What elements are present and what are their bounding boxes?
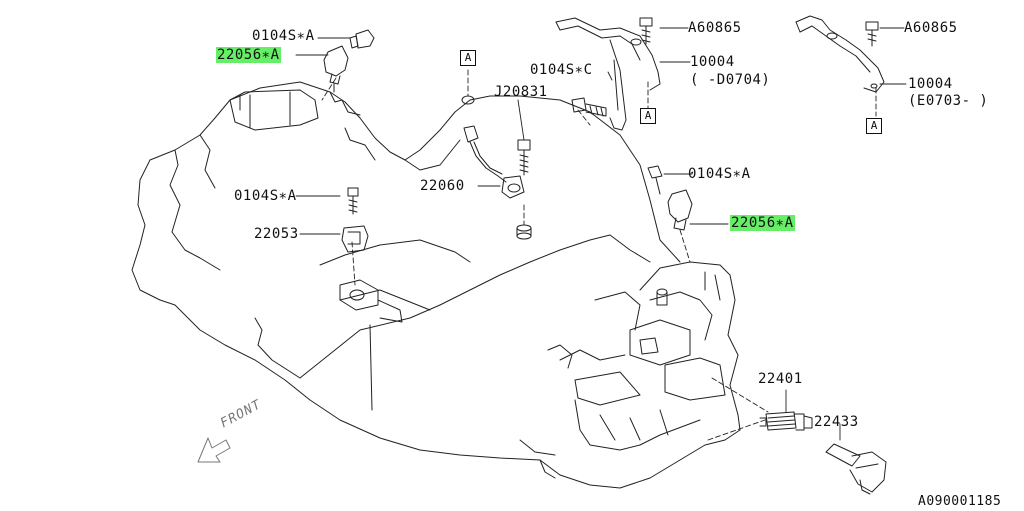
spark-plug-part xyxy=(759,411,813,431)
label-10004-second-range: (E0703- ) xyxy=(908,93,989,109)
label-a60865-second: A60865 xyxy=(904,20,958,36)
label-10004-second: 10004 xyxy=(908,76,953,92)
sensor-mount xyxy=(339,279,403,323)
ignition-coil-part xyxy=(825,443,887,495)
label-10004-first: 10004 xyxy=(690,54,735,70)
knock-sensor-part xyxy=(463,125,525,199)
engine-block xyxy=(131,81,741,489)
sensor-right-part xyxy=(667,189,693,231)
ref-mark-a-center: A xyxy=(460,50,476,66)
label-bolt-bracket: 0104S∗C xyxy=(530,62,593,78)
sensor-top-left xyxy=(323,45,349,93)
label-ignition-coil: 22433 xyxy=(814,414,859,430)
label-10004-first-range: ( -D0704) xyxy=(690,72,771,88)
sensor-22053-part xyxy=(341,225,369,253)
label-sensor-22053: 22053 xyxy=(254,226,299,242)
label-sensor-right: 22056∗A xyxy=(730,215,795,231)
leader-lines xyxy=(295,27,907,441)
bolt-top-left xyxy=(349,29,375,49)
bolt-mid-left xyxy=(347,187,359,215)
front-arrow-icon xyxy=(197,437,231,463)
ref-mark-a-bracket-first: A xyxy=(640,108,656,124)
label-spark-plug: 22401 xyxy=(758,371,803,387)
diagram-id: A090001185 xyxy=(918,494,1002,509)
bolt-a60865-second xyxy=(865,21,879,47)
label-bolt-right-sensor: 0104S∗A xyxy=(688,166,751,182)
bolt-a60865-first xyxy=(639,17,653,45)
bolt-0104s-c xyxy=(571,97,607,117)
bracket-10004-first xyxy=(555,17,661,131)
bolt-right-sensor xyxy=(647,165,663,195)
label-a60865-first: A60865 xyxy=(688,20,742,36)
label-j20831: J20831 xyxy=(494,84,548,100)
washer xyxy=(516,224,532,240)
ref-mark-a-bracket-second: A xyxy=(866,118,882,134)
bracket-10004-second xyxy=(795,15,885,93)
label-sensor-top-left: 22056∗A xyxy=(216,47,281,63)
label-bolt-top-left: 0104S∗A xyxy=(252,28,315,44)
bolt-j20831 xyxy=(517,139,531,176)
dashed-guides xyxy=(321,69,877,441)
label-bolt-mid-left: 0104S∗A xyxy=(234,188,297,204)
label-knock-sensor: 22060 xyxy=(420,178,465,194)
